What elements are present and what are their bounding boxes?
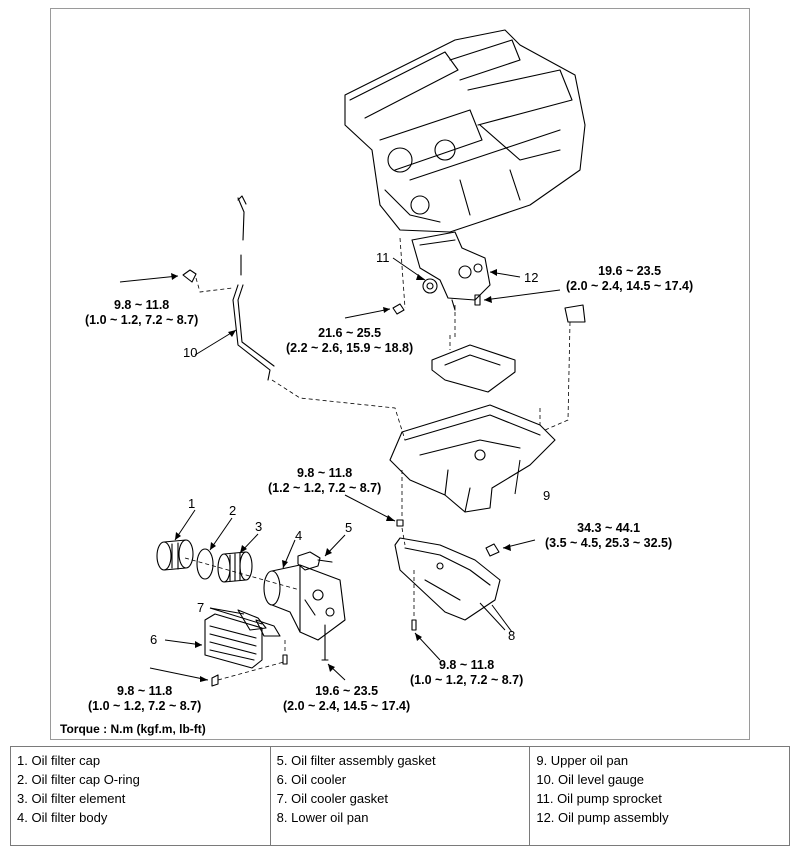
torque-range: 9.8 ~ 11.8 — [117, 684, 173, 698]
oil-cooler-part — [204, 613, 263, 669]
leader-lines — [119, 257, 561, 681]
legend-item: 7. Oil cooler gasket — [276, 791, 388, 806]
legend-item: 11. Oil pump sprocket — [536, 791, 662, 806]
torque-callout-filter-body-bolt: 19.6 ~ 23.5 (2.0 ~ 2.4, 14.5 ~ 17.4) — [283, 684, 410, 714]
torque-range: 19.6 ~ 23.5 — [598, 264, 662, 278]
torque-detail: (2.0 ~ 2.4, 14.5 ~ 17.4) — [566, 279, 694, 293]
callout-9: 9 — [543, 488, 551, 503]
torque-range: 21.6 ~ 25.5 — [318, 326, 382, 340]
legend-item: 10. Oil level gauge — [536, 772, 645, 787]
torque-callout-cooler-bolt: 9.8 ~ 11.8 (1.0 ~ 1.2, 7.2 ~ 8.7) — [88, 684, 201, 714]
leader-arrowheads — [171, 269, 511, 682]
callout-5: 5 — [345, 520, 353, 535]
assembly-guide-lines — [184, 237, 571, 681]
torque-callout-sprocket-bolt: 21.6 ~ 25.5 (2.2 ~ 2.6, 15.9 ~ 18.8) — [286, 326, 413, 356]
legend-item: 3. Oil filter element — [17, 791, 126, 806]
torque-range: 34.3 ~ 44.1 — [577, 521, 641, 535]
pump-bolt — [474, 294, 481, 306]
torque-callout-pump-bolt: 19.6 ~ 23.5 (2.0 ~ 2.4, 14.5 ~ 17.4) — [566, 264, 693, 294]
torque-detail: (2.2 ~ 2.6, 15.9 ~ 18.8) — [286, 341, 414, 355]
lower-oil-pan-part — [394, 537, 501, 621]
engine-block-illustration — [344, 29, 586, 233]
torque-callout-gauge-bolt: 9.8 ~ 11.8 (1.0 ~ 1.2, 7.2 ~ 8.7) — [85, 298, 198, 328]
baffle-plate-part — [431, 344, 516, 393]
legend-item: 1. Oil filter cap — [17, 753, 101, 768]
legend-item: 2. Oil filter cap O-ring — [17, 772, 140, 787]
callout-4: 4 — [295, 528, 303, 543]
torque-detail: (3.5 ~ 4.5, 25.3 ~ 32.5) — [545, 536, 673, 550]
legend-column-3: 9. Upper oil pan 10. Oil level gauge 11.… — [530, 747, 789, 845]
torque-detail: (1.0 ~ 1.2, 7.2 ~ 8.7) — [410, 673, 524, 687]
legend-item: 12. Oil pump assembly — [536, 810, 669, 825]
legend-item: 8. Lower oil pan — [276, 810, 369, 825]
bracket-part — [564, 304, 586, 323]
oil-filter-element-part — [217, 551, 253, 583]
diagram-frame — [50, 8, 750, 740]
torque-range: 19.6 ~ 23.5 — [315, 684, 379, 698]
upper-pan-bolt — [396, 519, 404, 527]
cooler-side-bolt — [282, 654, 288, 665]
torque-range: 9.8 ~ 11.8 — [114, 298, 170, 312]
legend-item: 9. Upper oil pan — [536, 753, 629, 768]
exploded-view-drawing — [119, 29, 586, 687]
filter-body-bolt — [321, 624, 329, 661]
legend-item: 4. Oil filter body — [17, 810, 108, 825]
oil-filter-cap-part — [156, 539, 194, 571]
torque-callout-upper-pan-bolt: 9.8 ~ 11.8 (1.2 ~ 1.2, 7.2 ~ 8.7) — [268, 466, 381, 496]
callout-1: 1 — [188, 496, 196, 511]
torque-detail: (1.0 ~ 1.2, 7.2 ~ 8.7) — [88, 699, 202, 713]
oil-level-gauge-part — [232, 195, 275, 381]
torque-range: 9.8 ~ 11.8 — [439, 658, 495, 672]
callout-12: 12 — [524, 270, 539, 285]
torque-detail: (2.0 ~ 2.4, 14.5 ~ 17.4) — [283, 699, 411, 713]
drain-plug-part — [485, 543, 500, 557]
sprocket-bolt — [392, 303, 405, 315]
legend-item: 6. Oil cooler — [276, 772, 347, 787]
callout-11: 11 — [376, 250, 390, 265]
torque-detail: (1.2 ~ 1.2, 7.2 ~ 8.7) — [268, 481, 382, 495]
oil-pump-sprocket-part — [422, 278, 438, 294]
callout-3: 3 — [255, 519, 263, 534]
cooler-bolt — [211, 674, 219, 687]
callout-6: 6 — [150, 632, 158, 647]
torque-unit-note: Torque : N.m (kgf.m, lb-ft) — [60, 722, 206, 736]
torque-callout-lower-pan-bolt: 9.8 ~ 11.8 (1.0 ~ 1.2, 7.2 ~ 8.7) — [410, 658, 523, 688]
oil-filter-cap-o-ring-part — [196, 548, 214, 580]
oil-filter-assembly-gasket-part — [297, 551, 333, 571]
legend-column-2: 5. Oil filter assembly gasket 6. Oil coo… — [271, 747, 531, 845]
oil-filter-body-part — [263, 564, 346, 641]
torque-callout-drain-plug: 34.3 ~ 44.1 (3.5 ~ 4.5, 25.3 ~ 32.5) — [545, 521, 672, 551]
torque-range: 9.8 ~ 11.8 — [297, 466, 353, 480]
oil-pump-assembly-part — [411, 231, 491, 311]
upper-oil-pan-part — [389, 404, 556, 513]
callout-8: 8 — [508, 628, 516, 643]
callout-10: 10 — [183, 345, 198, 360]
callout-7: 7 — [197, 600, 205, 615]
legend-item: 5. Oil filter assembly gasket — [276, 753, 436, 768]
gauge-bolt — [182, 269, 197, 283]
parts-legend-table: 1. Oil filter cap 2. Oil filter cap O-ri… — [10, 746, 790, 846]
legend-column-1: 1. Oil filter cap 2. Oil filter cap O-ri… — [11, 747, 271, 845]
callout-2: 2 — [229, 503, 237, 518]
lower-pan-bolt — [411, 619, 417, 631]
torque-detail: (1.0 ~ 1.2, 7.2 ~ 8.7) — [85, 313, 199, 327]
